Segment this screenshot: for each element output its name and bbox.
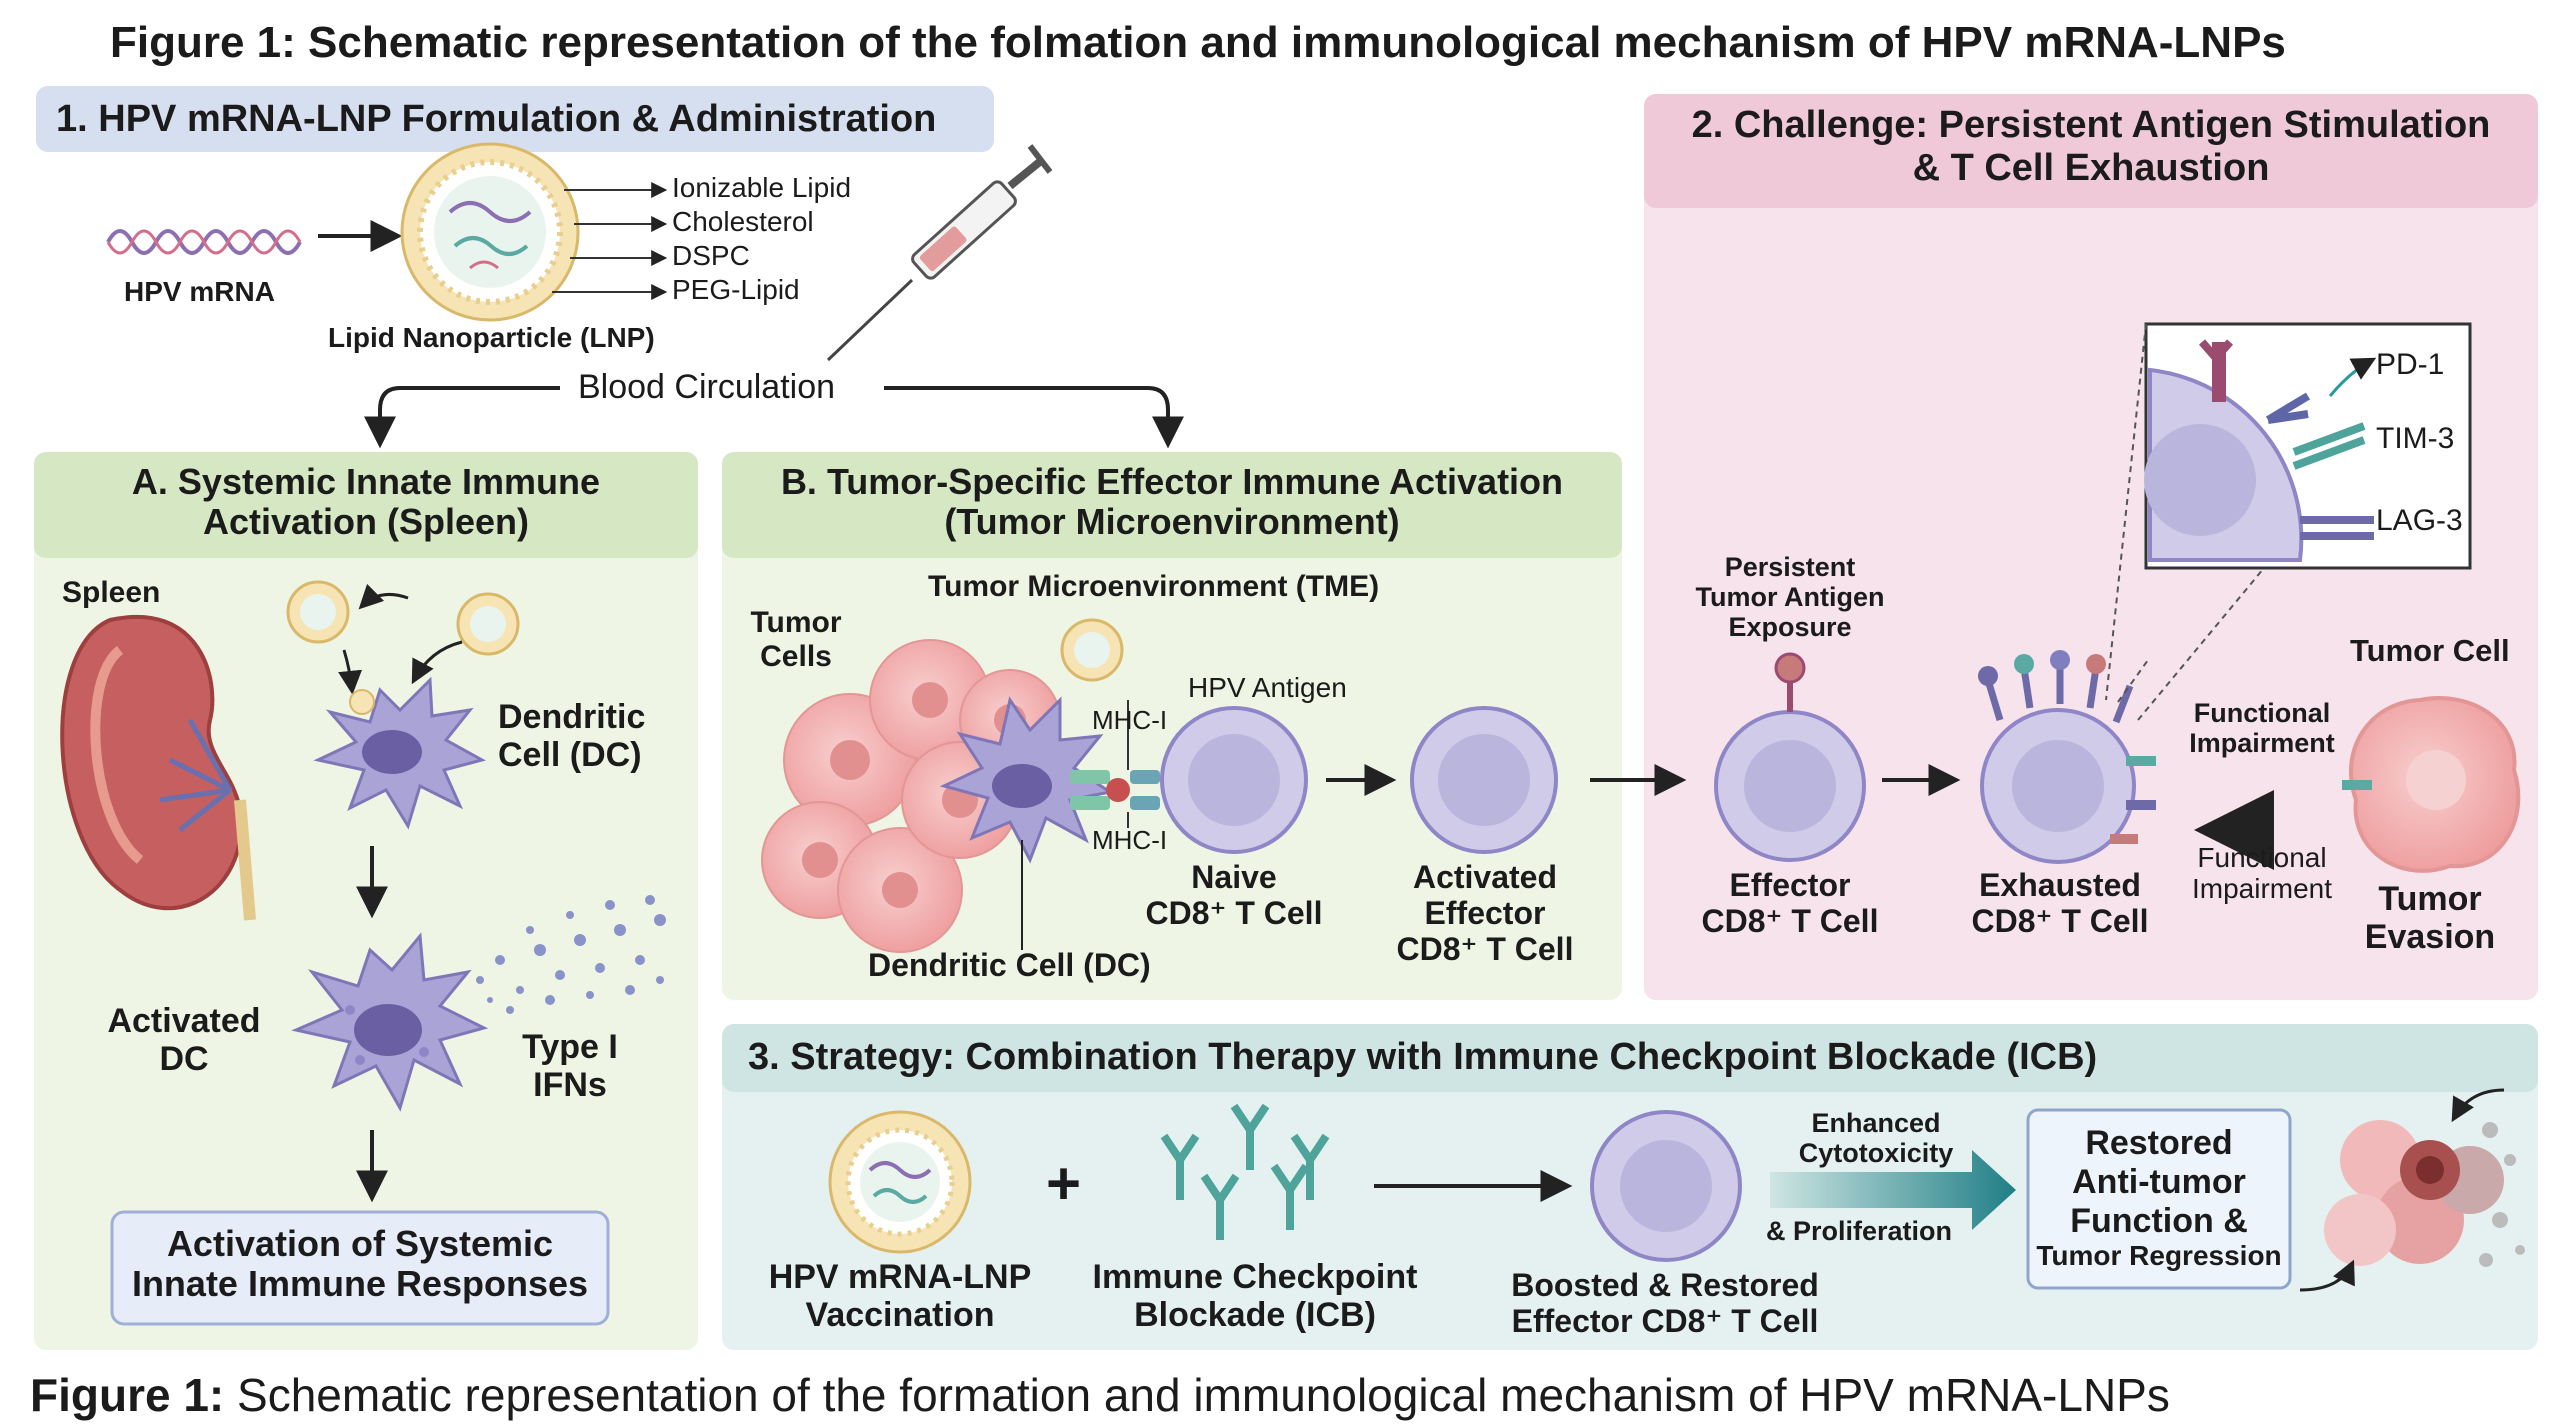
restored-box — [2026, 1108, 2292, 1290]
tme-label: Tumor Microenvironment (TME) — [928, 570, 1380, 603]
activated-effector-label: Activated Effector CD8⁺ T Cell — [1396, 859, 1574, 967]
mhc-top-label: MHC-I — [1092, 705, 1168, 735]
plus-sign: + — [1046, 1150, 1082, 1217]
mhc-complex-icon — [1070, 700, 1160, 828]
impairment-bottom-label: Functional Impairment — [2191, 842, 2333, 905]
lnp-component-3: DSPC — [672, 240, 750, 271]
innate-result-box — [110, 1210, 610, 1326]
section3-header: 3. Strategy: Combination Therapy with Im… — [748, 1036, 2098, 1078]
section2-header: 2. Challenge: Persistent Antigen Stimula… — [1691, 104, 2491, 189]
caption-label: Figure 1: — [30, 1369, 225, 1421]
panel-b-header-bg — [722, 452, 1622, 558]
panel-a-header: A. Systemic Innate Immune Activation (Sp… — [131, 461, 601, 543]
naive-t-cell-label: Naive CD8⁺ T Cell — [1145, 859, 1323, 931]
spleen-icon — [60, 615, 256, 921]
enhanced-cytotoxicity-label: Enhanced Cytotoxicity — [1798, 1108, 1954, 1169]
receptor-tim3-label: TIM-3 — [2376, 422, 2455, 455]
section1-header: 1. HPV mRNA-LNP Formulation & Administra… — [56, 98, 937, 140]
section1-header-bg — [36, 86, 994, 152]
tumor-dc-label: Dendritic Cell (DC) — [868, 947, 1151, 983]
hpv-antigen-label: HPV Antigen — [1188, 672, 1347, 703]
zoom-inset-cell — [2144, 339, 2377, 562]
exhausted-t-cell-label: Exhausted CD8⁺ T Cell — [1971, 867, 2149, 939]
icb-label: Immune Checkpoint Blockade (ICB) — [1092, 1258, 1418, 1335]
mrna-label: HPV mRNA — [124, 276, 275, 307]
antibody-icons — [1160, 1103, 1330, 1240]
tumor-evasion-label: Tumor Evasion — [2364, 880, 2496, 957]
tumor-cells-label: Tumor Cells — [750, 606, 842, 673]
mhc-bottom-label: MHC-I — [1092, 825, 1168, 855]
boosted-t-cell-icon — [1590, 1110, 1742, 1262]
lnp-label: Lipid Nanoparticle (LNP) — [328, 322, 655, 353]
lnp-component-1: Ionizable Lipid — [672, 172, 852, 203]
tumor-cell-label: Tumor Cell — [2350, 633, 2510, 668]
blood-circulation-label: Blood Circulation — [578, 368, 836, 406]
lnp-small-icon — [286, 580, 520, 656]
figure-caption: Figure 1: Schematic representation of th… — [30, 1369, 2170, 1422]
innate-result-text: Activation of Systemic Innate Immune Res… — [131, 1223, 589, 1305]
lnp-component-4: PEG-Lipid — [672, 274, 800, 305]
tumor-cell-icon — [2342, 696, 2521, 873]
caption-text: Schematic representation of the formatio… — [237, 1369, 2170, 1421]
effector-t-cell-icon — [1714, 652, 1866, 862]
zoom-line — [2117, 567, 2265, 721]
section2-header-bg — [1644, 94, 2538, 208]
lnp-component-2: Cholesterol — [672, 206, 814, 237]
effector-t-cell-label: Effector CD8⁺ T Cell — [1701, 867, 1879, 939]
activated-t-cell-icon — [1410, 706, 1558, 854]
lnp-icon — [400, 142, 580, 322]
enhanced-arrow — [1770, 1150, 2016, 1230]
panel-b-header: B. Tumor-Specific Effector Immune Activa… — [780, 461, 1564, 543]
tumor-dc-icon — [939, 618, 1124, 864]
type-i-ifn-dots — [476, 895, 666, 1014]
restored-label: Restored Anti-tumor Function & Tumor Reg… — [2036, 1124, 2282, 1272]
naive-t-cell-icon — [1160, 706, 1308, 854]
panel-a-header-bg — [34, 452, 698, 558]
proliferation-label: & Proliferation — [1766, 1216, 1953, 1246]
receptor-lag3-label: LAG-3 — [2376, 504, 2463, 537]
activated-dc-label: Activated DC — [107, 1002, 261, 1079]
dendritic-cell-icon — [313, 676, 486, 830]
boosted-t-cell-label: Boosted & Restored Effector CD8⁺ T Cell — [1511, 1267, 1819, 1339]
type-i-ifn-label: Type I IFNs — [522, 1028, 618, 1105]
activated-dc-icon — [291, 932, 489, 1112]
exhausted-t-cell-icon — [1978, 650, 2156, 864]
vaccine-lnp-icon — [828, 1110, 972, 1254]
impairment-top-label: Functional Impairment — [2189, 698, 2335, 759]
receptor-pd1-label: PD-1 — [2376, 348, 2445, 381]
spleen-label: Spleen — [62, 576, 161, 609]
section3-header-bg — [722, 1024, 2538, 1092]
dc-label: Dendritic Cell (DC) — [498, 698, 646, 775]
syringe-icon — [826, 144, 1053, 362]
regression-cluster-icon — [2299, 1088, 2525, 1292]
persistent-antigen-label: Persistent Tumor Antigen Exposure — [1695, 552, 1885, 643]
vaccine-label: HPV mRNA-LNP Vaccination — [768, 1258, 1032, 1335]
figure-title: Figure 1: Schematic representation of th… — [110, 18, 2286, 67]
